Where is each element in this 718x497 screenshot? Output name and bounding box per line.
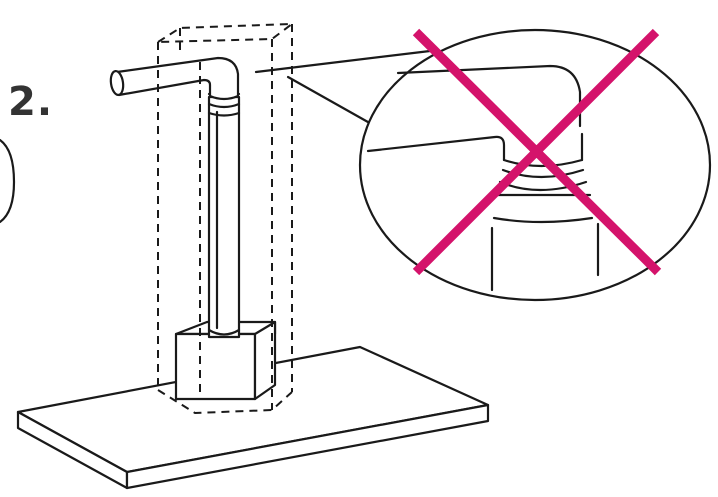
detail-callout-lines	[254, 49, 432, 128]
incorrect-cross-icon	[412, 28, 662, 276]
horizontal-tube	[109, 56, 240, 101]
detail-magnified-view	[358, 28, 712, 302]
adjacent-detail-circle-fragment	[0, 138, 16, 224]
base-plate	[16, 345, 490, 490]
dashed-outline-box	[154, 22, 296, 415]
step-number: 2.	[8, 79, 54, 125]
vertical-tube	[207, 92, 241, 339]
